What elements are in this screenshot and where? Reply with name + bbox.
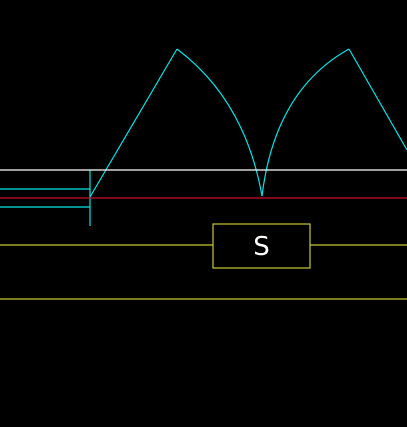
s-symbol-label: S xyxy=(253,232,270,262)
cyan-ramp-down-right xyxy=(348,48,407,151)
cyan-arc-left xyxy=(176,48,263,197)
yellow-signal-line-group: S xyxy=(0,223,407,269)
cyan-ramp-up-left xyxy=(89,48,178,198)
cyan-profile-group xyxy=(0,48,407,226)
cyan-arc-right xyxy=(261,48,350,197)
s-symbol-box xyxy=(212,223,311,269)
